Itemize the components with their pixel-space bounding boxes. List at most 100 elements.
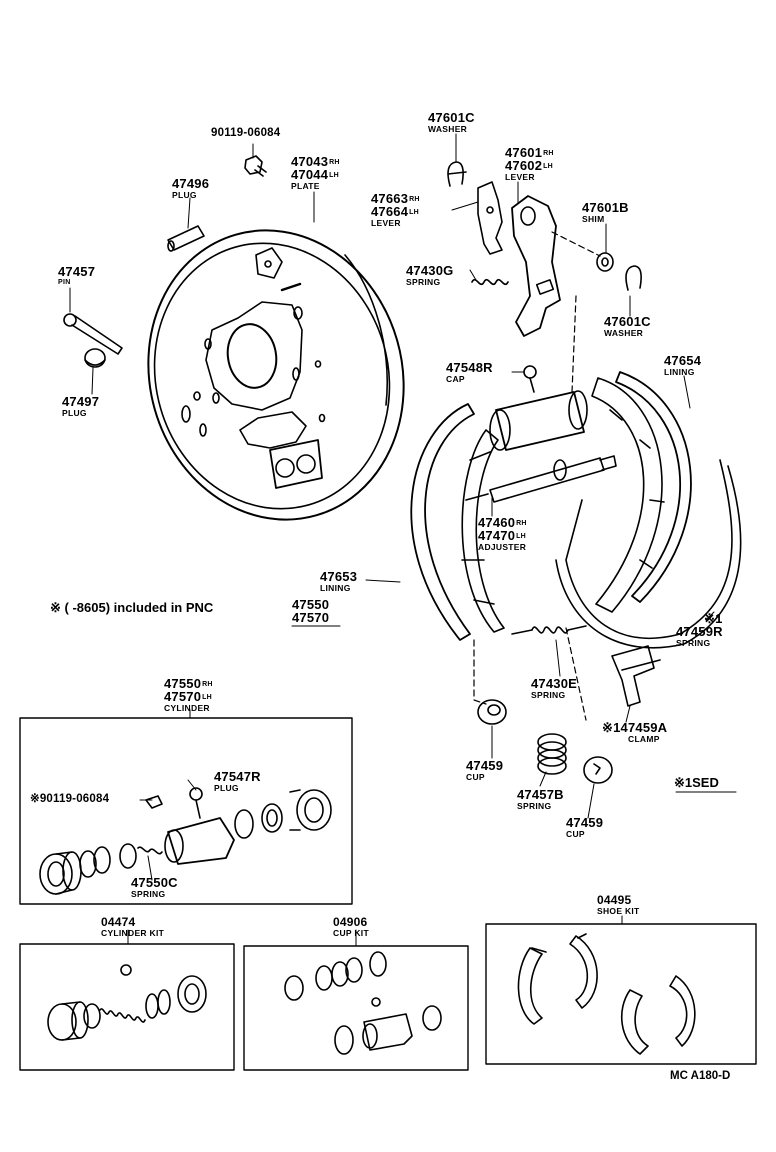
part-name: SPRING [676, 638, 711, 648]
part-number: 90119-06084 [211, 127, 281, 139]
part-number: 47547R [214, 769, 261, 784]
reference-mark: ※1 [704, 611, 723, 626]
label-lever-small: 47663RH 47664LH LEVER [371, 192, 420, 228]
diagram-code: MC A180-D [670, 1070, 731, 1082]
kit-name: SHOE KIT [597, 906, 640, 916]
part-name: LEVER [371, 218, 401, 228]
part-name: WASHER [604, 328, 644, 338]
lever-main-drawing [511, 195, 561, 337]
part-name: PLUG [214, 783, 239, 793]
part-number: 47457 [58, 264, 96, 279]
cup-right-drawing [583, 756, 613, 784]
label-spring-430g: 47430G SPRING [406, 264, 453, 287]
spring-430e-drawing [511, 625, 587, 635]
part-name: PLUG [172, 190, 197, 200]
label-cylinder: 47550RH 47570LH CYLINDER [164, 677, 213, 713]
part-name: LINING [320, 583, 351, 593]
part-number: 47653 [320, 569, 358, 584]
washer-top-drawing [447, 161, 467, 187]
lining-left-drawing [410, 403, 475, 641]
part-name: SHIM [582, 214, 605, 224]
part-number: 47550C [131, 875, 178, 890]
part-name: SPRING [531, 690, 566, 700]
alignment-lines [473, 231, 601, 721]
part-name: SPRING [131, 889, 166, 899]
part-number-rh: 47601RH [505, 145, 554, 160]
label-plug-47497: 47497 PLUG [62, 395, 99, 418]
kit-name: CUP KIT [333, 928, 369, 938]
part-number: 47496 [172, 176, 210, 191]
leader-lines [69, 133, 737, 947]
note-pnc-list: 47550 47570 [292, 598, 329, 624]
cup-left-drawing [477, 699, 507, 725]
part-name: WASHER [428, 124, 468, 134]
part-number: 47459R [676, 624, 723, 639]
part-number: 47601C [428, 110, 475, 125]
part-name: ADJUSTER [478, 542, 527, 552]
part-number: 47601C [604, 314, 651, 329]
label-cup-right: 47459 CUP [566, 816, 603, 839]
legend-sed: ※1SED [674, 775, 719, 791]
label-spring-457b: 47457B SPRING [517, 788, 564, 811]
kit-number: 04906 [333, 915, 368, 929]
label-cap: 47548R CAP [446, 361, 493, 384]
part-number-lh: 47570LH [164, 689, 212, 704]
adjuster-drawing [489, 455, 617, 503]
plug-47496-drawing [167, 225, 205, 252]
part-name: SPRING [517, 801, 552, 811]
label-lining-right: 47654 LINING [664, 354, 701, 377]
shoe-right-drawing [591, 377, 665, 613]
part-number-rh: 47043RH [291, 154, 340, 169]
part-number: 47457B [517, 787, 564, 802]
label-cylinder-kit: 04474 CYLINDER KIT [101, 916, 164, 938]
bolt-top-drawing [244, 155, 267, 177]
note-text: ※ ( -8605) included in PNC [50, 600, 214, 615]
spring-457b-drawing [537, 733, 567, 775]
part-number-rh: 47663RH [371, 191, 420, 206]
part-number: 47430G [406, 263, 454, 278]
cylinder-detail-box [19, 717, 353, 905]
part-number: 47459 [466, 758, 504, 773]
part-name: LEVER [505, 172, 535, 182]
kit-name: CYLINDER KIT [101, 928, 165, 938]
lining-right-drawing [615, 371, 692, 603]
label-spring-550c: 47550C SPRING [131, 876, 178, 899]
kit-number: 04474 [101, 915, 136, 929]
shoe-kit-box [485, 923, 757, 1065]
label-washer-top: 47601C WASHER [428, 111, 475, 134]
lever-small-drawing [451, 181, 503, 255]
note-pnc-1: 47550 [292, 597, 330, 612]
label-bolt-cylinder: ※90119-06084 [30, 793, 110, 806]
spring-430g-drawing [471, 278, 509, 286]
part-name: CLAMP [628, 734, 660, 744]
backing-plate-drawing [147, 229, 405, 521]
part-number-rh: 47460RH [478, 515, 527, 530]
part-name: PLATE [291, 181, 320, 191]
label-adjuster: 47460RH 47470LH ADJUSTER [478, 516, 527, 552]
label-cup-kit: 04906 CUP KIT [333, 916, 369, 938]
label-washer-right: 47601C WASHER [604, 315, 651, 338]
part-number: 47497 [62, 394, 100, 409]
part-number: ※90119-06084 [30, 793, 110, 805]
label-spring-430e: 47430E SPRING [531, 677, 577, 700]
part-name: CYLINDER [164, 703, 210, 713]
label-cup-left: 47459 CUP [466, 759, 503, 782]
part-name: PIN [58, 279, 71, 286]
label-shim: 47601B SHIM [582, 201, 629, 224]
part-number: 47459A [620, 720, 668, 735]
label-lining-left: 47653 LINING [320, 570, 357, 593]
label-plate: 47043RH 47044LH PLATE [291, 155, 340, 191]
part-number: 47430E [531, 676, 578, 691]
label-plug-47496: 47496 PLUG [172, 177, 209, 200]
wheel-cylinder-on-plate-drawing [489, 365, 588, 451]
part-name: PLUG [62, 408, 87, 418]
part-number-lh: 47470LH [478, 528, 526, 543]
label-shoe-kit: 04495 SHOE KIT [597, 894, 640, 916]
part-name: CUP [466, 772, 485, 782]
washer-right-drawing [625, 265, 642, 291]
part-name: CAP [446, 374, 465, 384]
label-clamp: ※147459A CLAMP [602, 721, 667, 744]
note-pnc-2: 47570 [292, 610, 330, 625]
